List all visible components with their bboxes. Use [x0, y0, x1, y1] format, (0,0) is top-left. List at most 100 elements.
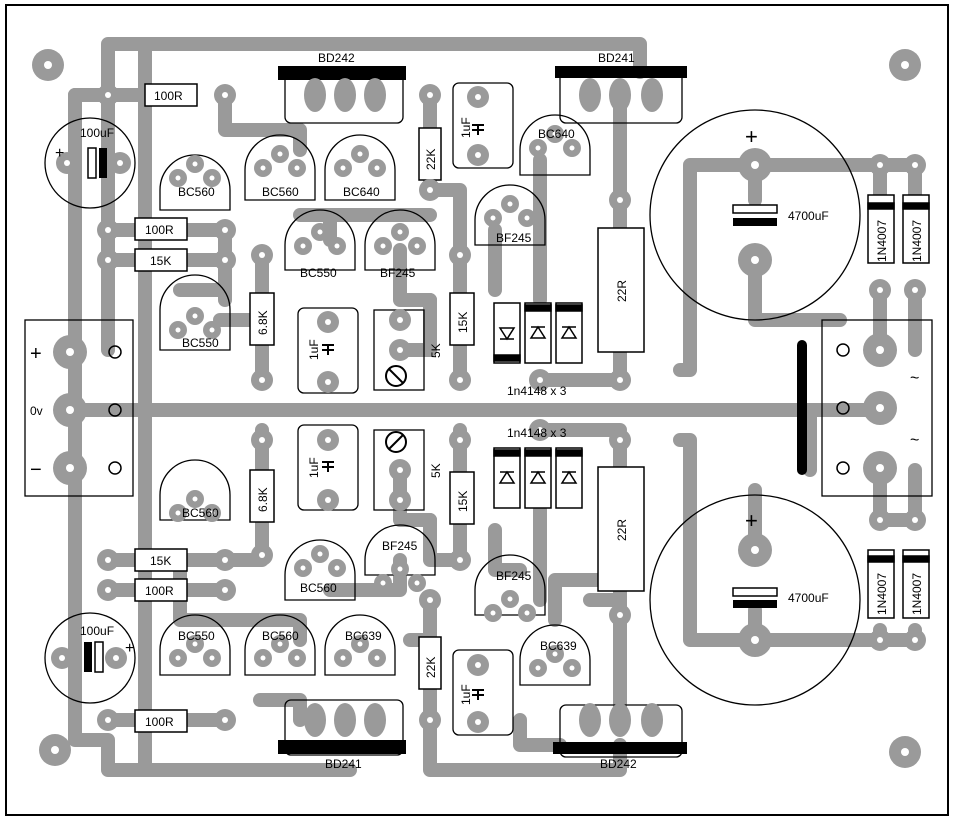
label-bc640-1: BC640: [343, 185, 380, 199]
res-68k-2: [249, 469, 275, 523]
plus-sign-4700-1: +: [745, 124, 758, 149]
label-100r-4: 100R: [145, 715, 174, 729]
label-100r-1: 100R: [154, 89, 183, 103]
res-100r-4: [134, 709, 188, 733]
cap-1uf-4: [452, 649, 514, 736]
signal-diodes: [493, 302, 583, 509]
q-bc560-2: [244, 134, 316, 201]
label-bd242-bottom: BD242: [600, 757, 637, 771]
label-bc639-2: BC639: [540, 639, 577, 653]
label-1uf-4: 1uF: [459, 684, 473, 705]
label-100r-2: 100R: [145, 223, 174, 237]
label-bd242-top: BD242: [318, 51, 355, 65]
label-15k-4: 15K: [150, 554, 171, 568]
tab-bars: [278, 66, 687, 754]
res-15k-4: [134, 548, 188, 572]
q-bc550-2: [159, 274, 231, 351]
plus-sign-4700-2: +: [745, 508, 758, 533]
res-15k-2: [449, 292, 475, 346]
q-bc640-2: [519, 114, 591, 176]
cap-100uf-top: [44, 117, 136, 209]
mounting-holes: [32, 49, 921, 768]
silkscreen-labels: BD242 BD241 BD241 BD242 BC560 BC560 BC64…: [30, 51, 924, 771]
cap-plates: [84, 124, 807, 700]
q-bf245-1: [364, 209, 436, 271]
cap-1uf-1: [452, 82, 514, 169]
plus-sign-terminal: +: [30, 343, 42, 365]
label-68k-2: 6.8K: [256, 487, 270, 512]
label-15k-1: 15K: [150, 254, 171, 268]
q-bc639-2: [519, 624, 591, 686]
label-22k-2: 22K: [424, 657, 438, 678]
label-bc639-1: BC639: [345, 629, 382, 643]
label-1uf-2: 1uF: [307, 339, 321, 360]
label-bd241-top: BD241: [598, 51, 635, 65]
label-bc560-1: BC560: [178, 185, 215, 199]
solder-pads: [51, 78, 926, 737]
label-bc550-2: BC550: [182, 336, 219, 350]
q-bc639-1: [324, 614, 396, 676]
label-1n4007-1: 1N4007: [875, 220, 889, 262]
res-22k-2: [418, 636, 442, 690]
label-bd241-bottom: BD241: [325, 757, 362, 771]
plus-sign-100uf-2: +: [125, 640, 134, 657]
label-100uf-1: 100uF: [80, 126, 114, 140]
zero-volt-label: 0v: [30, 404, 43, 418]
label-68k-1: 6.8K: [256, 310, 270, 335]
label-bc640-2: BC640: [538, 127, 575, 141]
trimmer-wipers: [385, 365, 407, 453]
label-1n4007-4: 1N4007: [910, 573, 924, 615]
res-68k-1: [249, 292, 275, 346]
q-bc560-3: [159, 459, 231, 521]
q-bc550-3: [159, 614, 231, 676]
label-22r-2: 22R: [615, 519, 629, 541]
label-1n4007-2: 1N4007: [910, 220, 924, 262]
label-15k-2: 15K: [456, 312, 470, 333]
label-bc560-4: BC560: [300, 581, 337, 595]
q-bd241-bottom: [284, 699, 404, 756]
cap-4700uf-bottom: [649, 494, 861, 706]
label-bf245-4: BF245: [496, 569, 532, 583]
label-100uf-2: 100uF: [80, 624, 114, 638]
plus-sign-100uf-1: +: [55, 145, 64, 162]
label-15k-3: 15K: [456, 491, 470, 512]
label-22r-1: 22R: [615, 280, 629, 302]
label-1n4148-2: 1n4148 x 3: [507, 426, 567, 440]
label-bc550-1: BC550: [300, 266, 337, 280]
q-bf245-4: [474, 554, 546, 616]
label-5k-1: 5K: [429, 343, 443, 358]
label-1n4148-1: 1n4148 x 3: [507, 384, 567, 398]
label-4700uf-1: 4700uF: [788, 209, 829, 223]
res-100r-1: [144, 83, 198, 107]
cap-4700uf-top: [649, 109, 861, 321]
res-15k-3: [449, 471, 475, 525]
label-1uf-1: 1uF: [459, 117, 473, 138]
res-100r-3: [134, 578, 188, 602]
label-100r-3: 100R: [145, 584, 174, 598]
q-bc560-1: [159, 154, 231, 211]
res-15k-1: [134, 248, 188, 272]
label-1n4007-3: 1N4007: [875, 573, 889, 615]
label-bc550-3: BC550: [178, 629, 215, 643]
terminal-block-left: [24, 319, 134, 497]
q-bc550-1: [284, 209, 356, 271]
label-5k-2: 5K: [429, 463, 443, 478]
ac-sign-2: ~: [910, 432, 919, 449]
q-bf245-2: [474, 184, 546, 246]
label-4700uf-2: 4700uF: [788, 591, 829, 605]
label-bc560-5: BC560: [262, 629, 299, 643]
q-bf245-3: [364, 524, 436, 576]
minus-sign-terminal: −: [30, 459, 42, 481]
label-bf245-3: BF245: [382, 539, 418, 553]
ac-sign-1: ~: [910, 370, 919, 387]
label-bf245-1: BF245: [380, 266, 416, 280]
label-22k-1: 22K: [424, 149, 438, 170]
rectifier-diodes: [867, 194, 930, 619]
label-bc560-3: BC560: [182, 506, 219, 520]
q-bc560-5: [244, 614, 316, 676]
terminal-holes: [108, 343, 850, 475]
res-100r-2: [134, 217, 188, 241]
cap-100uf-bottom: [44, 612, 136, 704]
q-bc640-1: [324, 134, 396, 201]
